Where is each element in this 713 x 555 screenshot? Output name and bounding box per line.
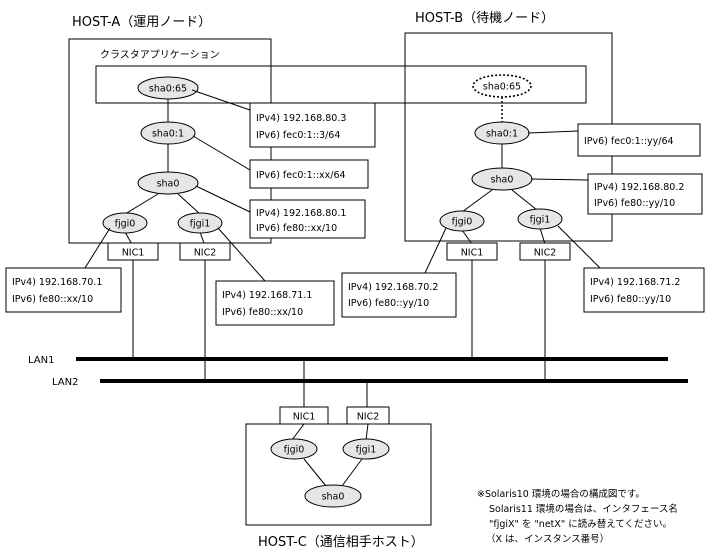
a-fjgi1-text: fjgi1 [190,219,211,230]
a-nic1-text: NIC1 [122,248,145,259]
b-sha0-65-text: sha0:65 [483,82,521,93]
c-sha0-text: sha0 [322,492,345,503]
c-link-fjgi1-sha0 [341,458,363,487]
a-sha0-v4: IPv4) 192.168.80.1 [256,208,346,219]
b-fjgi0-callout [341,272,457,318]
a-sha0-callout [249,199,366,239]
a-fjgi1-node [177,212,223,234]
a-sha065-v4: IPv4) 192.168.80.3 [256,113,346,124]
b-nic2-text: NIC2 [534,248,557,259]
host-c-box [245,423,432,526]
a-link-0-fjgi1 [177,193,201,215]
a-sha065-callout [249,102,376,148]
host-b-label: HOST-B（待機ノード） [415,11,554,26]
b-fjgi0-node [439,210,485,232]
a-fjgi0-text: fjgi0 [115,219,136,230]
b-fjgi1-v6: IPv6) fe80::yy/10 [590,294,671,305]
b-sha0-text: sha0 [491,175,514,186]
b-nic1-text: NIC1 [461,248,484,259]
b-sha0-1-text: sha0:1 [486,129,518,140]
a-sha01-callout [249,159,369,189]
c-fjgi1-node [342,438,390,460]
a-nic1-box [107,242,159,261]
b-link-0-fjgi1 [511,189,538,211]
a-fjgi1-v4: IPv4) 192.168.71.1 [222,290,312,301]
cluster-app-label: クラスタアプリケーション [100,49,220,61]
a-sha0-1-node [140,121,196,145]
b-nic1-box [446,242,498,261]
b-sha0-v4: IPv4) 192.168.80.2 [594,182,684,193]
a-sha0-node [137,171,199,195]
c-link-nic2-fjgi1 [365,423,369,441]
a-nic2-box [179,242,231,261]
b-fjgi1-text: fjgi1 [530,215,551,226]
b-sha0-v6: IPv6) fe80::yy/10 [594,198,675,209]
a-fjgi1-callout [215,280,335,326]
a-nic2-text: NIC2 [194,248,217,259]
a-sha01-v6: IPv6) fec0:1::xx/64 [256,170,346,181]
c-nic2-text: NIC2 [357,412,380,423]
b-fjgi0-v6: IPv6) fe80::yy/10 [348,298,429,309]
c-nic1-text: NIC1 [293,412,316,423]
c-fjgi0-node [270,438,318,460]
c-link-nic1-fjgi0 [291,423,305,441]
c-fjgi0-text: fjgi0 [284,445,305,456]
b-fjgi1-node [517,208,563,230]
b-link-fjgi1-nic2 [539,227,546,245]
a-fjgi0-v6: IPv6) fe80::xx/10 [12,294,93,305]
a-sha065-v6: IPv6) fec0:1::3/64 [256,130,340,141]
c-sha0-node [304,484,362,508]
lan2-label: LAN2 [52,377,78,388]
a-sha0-v6: IPv6) fe80::xx/10 [256,223,337,234]
host-a-label: HOST-A（運用ノード） [72,15,211,30]
b-sha0-callout [587,173,703,215]
b-fjgi1-callout [583,267,705,313]
b-sha0-65-node [472,74,532,98]
b-fjgi1-v4: IPv4) 192.168.71.2 [590,277,680,288]
a-link-0-fjgi0 [124,193,159,215]
a-fjgi0-callout [5,267,122,313]
note-line-3: "fjgiX" を "netX" に読み替えてください。 [489,518,672,530]
a-sha0-1-text: sha0:1 [152,129,184,140]
note-line-1: ※Solaris10 環境の場合の構成図です。 [477,488,645,500]
b-sha01-callout [577,123,701,157]
note-line-4: （X は、インスタンス番号） [486,533,609,545]
a-sha0-65-node [137,76,199,100]
a-sha0-65-text: sha0:65 [149,84,187,95]
a-sha0-text: sha0 [157,179,180,190]
a-fjgi1-v6: IPv6) fe80::xx/10 [222,307,303,318]
b-link-0-fjgi0 [461,189,493,213]
lan1-label: LAN1 [28,355,54,366]
b-link-fjgi0-nic1 [461,229,473,245]
b-fjgi0-v4: IPv4) 192.168.70.2 [348,282,438,293]
c-link-fjgi0-sha0 [303,458,327,487]
a-fjgi0-v4: IPv4) 192.168.70.1 [12,277,102,288]
note-line-2: Solaris11 環境の場合は、インタフェース名 [489,503,678,515]
host-c-label: HOST-C（通信相手ホスト） [258,535,424,550]
b-sha01-v6: IPv6) fec0:1::yy/64 [584,136,674,147]
b-nic2-box [519,242,571,261]
c-fjgi1-text: fjgi1 [356,445,377,456]
a-fjgi0-node [102,212,148,234]
b-fjgi0-text: fjgi0 [452,217,473,228]
